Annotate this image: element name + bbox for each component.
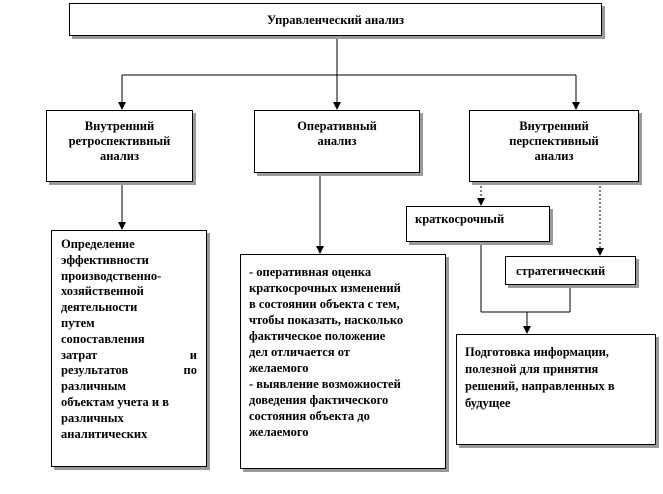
desc-persp-line-2: полезной для принятия — [465, 362, 599, 376]
branch-oper-line-2: анализ — [317, 134, 357, 148]
root-box: Управленческий анализ — [69, 3, 602, 36]
desc-retro-line-1: Определение — [61, 237, 135, 251]
desc-oper-line-2: краткосрочных изменений — [249, 281, 401, 295]
sub-box-strategic: стратегический — [505, 256, 636, 285]
branch-persp-line-2: перспективный — [509, 134, 599, 148]
root-label: Управленческий анализ — [267, 13, 404, 27]
desc-retro-line-13: аналитических — [61, 426, 148, 441]
sub-box-short-term: краткосрочный — [406, 206, 550, 242]
desc-retro-line-4: хозяйственной — [61, 284, 144, 299]
desc-box-persp: Подготовка информации, полезной для прин… — [456, 334, 656, 445]
branch-retro-line-2: ретроспективный — [68, 134, 171, 148]
desc-retro-line-10: различным — [61, 379, 126, 394]
branch-box-oper: Оперативный анализ — [254, 110, 420, 173]
desc-box-oper: - оперативная оценка краткосрочных измен… — [240, 254, 446, 469]
desc-retro-line-8-right: и — [189, 347, 197, 362]
desc-persp-line-4: будущее — [465, 396, 511, 410]
desc-retro-line-11: объектам учета и в — [61, 394, 170, 409]
desc-oper-line-10: состояния объекта до — [249, 409, 370, 423]
desc-box-retro: Определение эффективности производственн… — [51, 230, 207, 467]
desc-retro-line-7: сопоставления — [61, 331, 145, 346]
desc-retro-line-3: производственно- — [61, 268, 162, 283]
desc-retro-line-6: путем — [61, 315, 95, 330]
desc-retro-line-8: затрат и — [61, 348, 197, 364]
desc-retro-line-2: эффективности — [61, 252, 149, 267]
desc-retro-line-9-left: результатов — [61, 363, 129, 378]
desc-retro-line-5: деятельности — [61, 300, 138, 315]
desc-oper-line-5: фактическое положение — [249, 329, 386, 343]
desc-oper-line-11: желаемого — [249, 425, 309, 439]
sub-short-term-label: краткосрочный — [415, 212, 505, 226]
desc-persp-line-3: решений, направленных в — [465, 379, 615, 393]
desc-oper-line-6: дел отличается от — [249, 345, 350, 359]
desc-oper-line-4: чтобы показать, насколько — [249, 313, 404, 327]
desc-oper-line-1: - оперативная оценка — [249, 265, 372, 279]
branch-retro-line-3: анализ — [99, 149, 140, 163]
sub-strategic-label: стратегический — [516, 264, 606, 278]
desc-oper-line-7: желаемого — [249, 361, 309, 375]
branch-persp-line-1: Внутренний — [519, 119, 589, 133]
desc-retro-line-9: результатов по — [61, 363, 197, 379]
branch-retro-line-1: Внутренний — [84, 119, 155, 133]
branch-box-retro: Внутренний ретроспективный анализ — [46, 110, 193, 182]
desc-oper-line-3: в состоянии объекта с тем, — [249, 297, 400, 311]
branch-oper-line-1: Оперативный — [297, 119, 377, 133]
desc-persp-line-1: Подготовка информации, — [465, 345, 609, 359]
branch-persp-line-3: анализ — [534, 149, 574, 163]
branch-box-persp: Внутренний перспективный анализ — [469, 110, 639, 182]
desc-oper-line-8: - выявление возможностей — [249, 377, 401, 391]
desc-oper-line-9: доведения фактического — [249, 393, 389, 407]
desc-retro-line-9-right: по — [183, 363, 197, 378]
desc-retro-line-8-left: затрат — [61, 347, 98, 362]
desc-retro-line-12: различных — [61, 410, 124, 425]
